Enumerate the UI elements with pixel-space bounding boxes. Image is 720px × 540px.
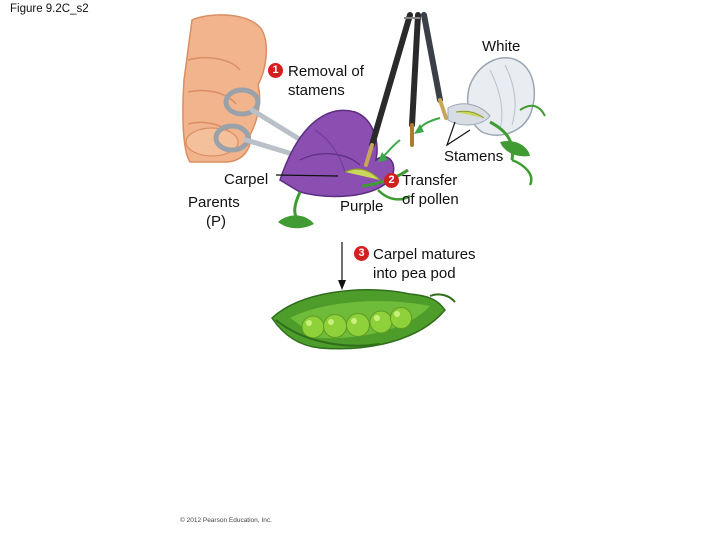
pea-pod-illustration xyxy=(271,289,456,350)
step-1-line1: Removal of xyxy=(288,63,364,80)
carpel-pointer xyxy=(275,174,339,177)
parents-label-line1: Parents xyxy=(188,194,240,211)
white-flower-illustration xyxy=(447,57,546,186)
step-1-line2: stamens xyxy=(288,82,345,99)
stamens-label: Stamens xyxy=(444,148,504,165)
step-2-line1: Transfer xyxy=(402,172,458,189)
transfer-arrows xyxy=(378,117,441,162)
step-1-badge: 1 xyxy=(268,63,283,78)
brushes-illustration xyxy=(364,12,448,167)
figure-label: Figure 9.2C_s2 xyxy=(10,3,89,15)
white-parent-label: White xyxy=(482,38,521,55)
step-3-badge: 3 xyxy=(354,246,369,261)
step-3-line2: into pea pod xyxy=(373,265,456,282)
step-2-badge: 2 xyxy=(384,173,399,188)
stamens-pointer xyxy=(445,121,471,147)
purple-flower-illustration xyxy=(278,109,411,229)
step-2-line2: of pollen xyxy=(402,191,459,208)
copyright-text: © 2012 Pearson Education, Inc. xyxy=(180,517,272,524)
step-3-line1: Carpel matures xyxy=(373,246,476,263)
carpel-label: Carpel xyxy=(224,171,269,188)
parents-label-line2: (P) xyxy=(206,213,226,230)
purple-parent-label: Purple xyxy=(340,198,384,215)
down-arrow xyxy=(338,242,346,290)
hand-illustration xyxy=(182,14,268,163)
